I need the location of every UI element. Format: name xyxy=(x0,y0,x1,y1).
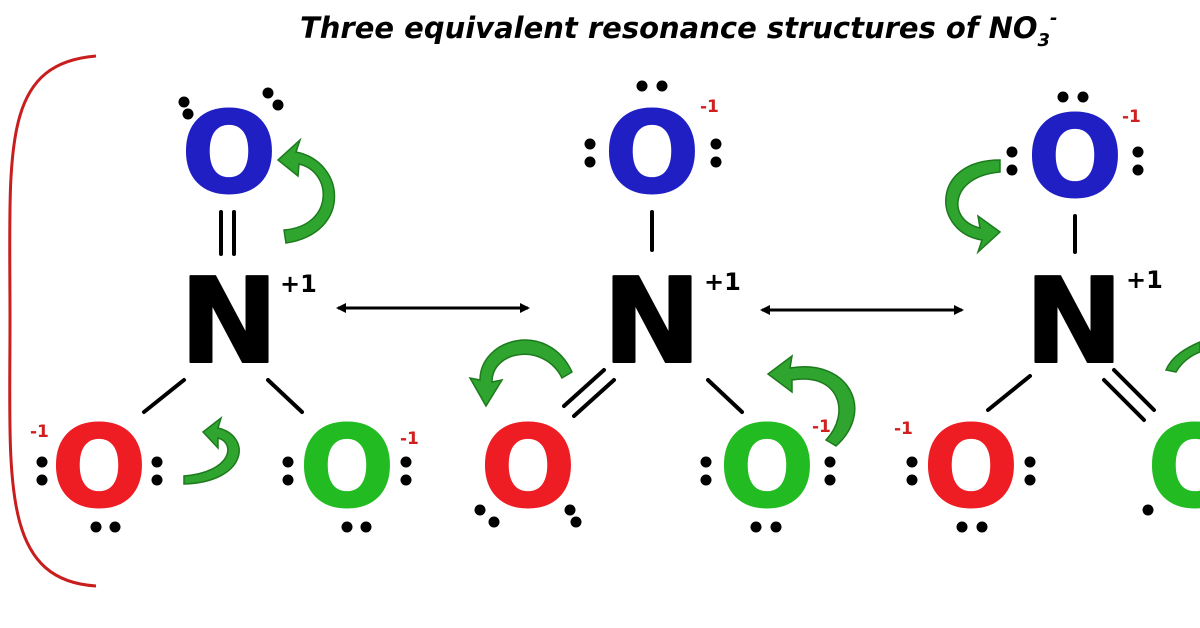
curved-arrow-icon xyxy=(276,137,336,244)
nitrogen-atom: N xyxy=(1025,252,1124,390)
nitrogen-charge: +1 xyxy=(1126,266,1163,294)
bond-double-right-a xyxy=(1112,368,1156,412)
nitrogen-charge: +1 xyxy=(280,270,317,298)
oxygen-left-atom: O xyxy=(51,403,146,533)
lone-pairs xyxy=(36,87,412,533)
bond-single-left xyxy=(142,378,186,414)
oxygen-left-charge: -1 xyxy=(30,422,49,442)
nitrogen-atom: N xyxy=(180,252,279,390)
nitrogen-charge: +1 xyxy=(704,268,741,296)
oxygen-left-atom: O xyxy=(923,403,1018,533)
bond-single-left xyxy=(986,374,1032,412)
oxygen-right-charge: -1 xyxy=(812,417,831,437)
oxygen-top-charge: -1 xyxy=(1122,107,1141,127)
nitrogen-atom: N xyxy=(603,252,702,390)
curved-arrow-icon xyxy=(468,339,573,408)
oxygen-right-charge: -1 xyxy=(400,429,419,449)
bond-single-right xyxy=(706,378,744,414)
oxygen-right-atom: O xyxy=(299,403,394,533)
structure-1: N +1 O O O -1 -1 xyxy=(30,87,419,534)
oxygen-top-atom: O xyxy=(1027,93,1122,223)
oxygen-top-atom: O xyxy=(604,89,699,219)
bond-single-right xyxy=(266,378,304,414)
bond-double-left-a xyxy=(562,368,606,408)
lone-pairs xyxy=(906,91,1154,533)
oxygen-left-atom: O xyxy=(480,403,575,533)
left-bracket xyxy=(8,54,97,588)
structure-3: N +1 O O O -1 -1 xyxy=(894,91,1200,534)
curved-arrow-icon xyxy=(766,354,856,447)
oxygen-right-atom: O xyxy=(1147,403,1200,533)
bond-double-left-b xyxy=(572,378,616,418)
oxygen-right-atom: O xyxy=(719,403,814,533)
bond-double-right-b xyxy=(1102,378,1146,422)
oxygen-top-charge: -1 xyxy=(700,97,719,117)
oxygen-left-charge: -1 xyxy=(894,419,913,439)
curved-arrow-icon xyxy=(183,415,240,485)
curved-arrow-icon xyxy=(1164,341,1200,373)
oxygen-top-atom: O xyxy=(181,89,276,219)
structure-2: N +1 O O O -1 -1 xyxy=(468,80,856,534)
lone-pairs xyxy=(474,80,836,533)
diagram-title: Three equivalent resonance structures of… xyxy=(300,8,1058,51)
curved-arrow-icon xyxy=(945,159,1002,255)
